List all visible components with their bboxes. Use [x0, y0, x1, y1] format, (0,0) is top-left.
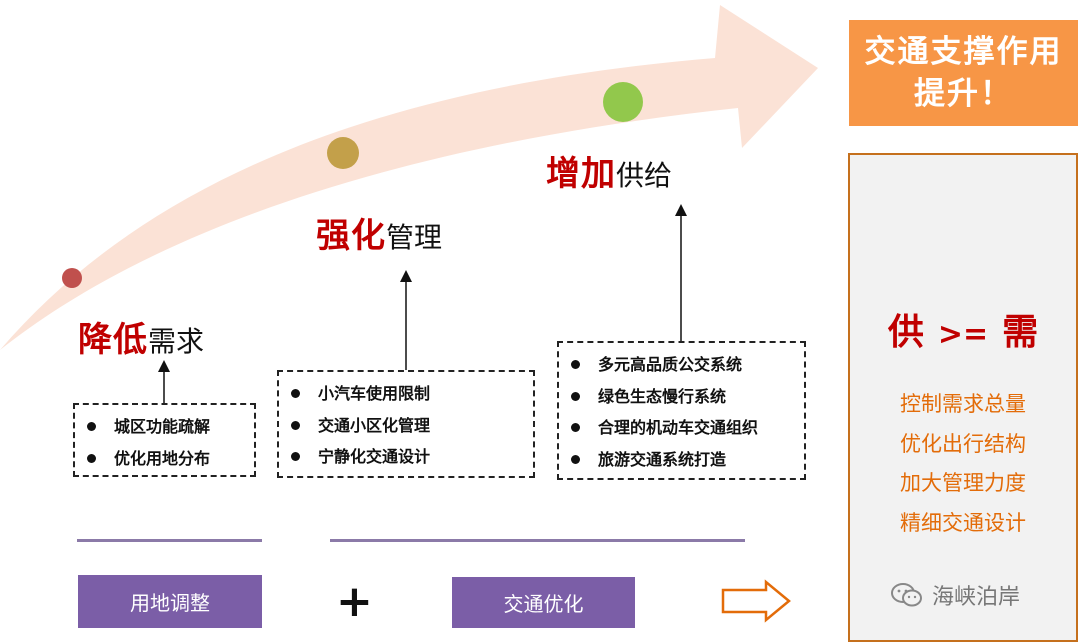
supply-text: 供 [887, 312, 924, 353]
list-item: 优化用地分布 [83, 443, 244, 475]
bullet-icon [571, 454, 580, 464]
operator-text: >= [937, 317, 989, 352]
traffic-optimize-label: 交通优化 [452, 577, 635, 628]
list-item: 精细交通设计 [900, 510, 1026, 535]
divider-left [77, 539, 262, 542]
measures-list: 控制需求总量 优化出行结构 加大管理力度 精细交通设计 [850, 385, 1076, 543]
bullet-icon [87, 422, 96, 431]
stage-title-3-rest: 供给 [616, 159, 673, 192]
growth-arrow [0, 5, 818, 350]
list-item: 绿色生态慢行系统 [567, 381, 794, 413]
list-item: 宁静化交通设计 [287, 441, 523, 473]
stage-box-2: 小汽车使用限制 交通小区化管理 宁静化交通设计 [277, 370, 535, 478]
supply-demand-equation: 供 >= 需 [850, 303, 1076, 355]
land-adjust-label: 用地调整 [78, 575, 262, 628]
list-item: 控制需求总量 [900, 392, 1026, 416]
stage-title-1-rest: 需求 [148, 325, 205, 358]
bullet-icon [571, 391, 580, 401]
bullet-icon [291, 452, 300, 461]
list-item: 旅游交通系统打造 [567, 444, 794, 476]
bullet-icon [291, 420, 300, 430]
stage-title-3-strong: 增加 [546, 154, 616, 194]
bullet-icon [87, 453, 96, 463]
list-item: 小汽车使用限制 [287, 378, 523, 410]
wechat-icon [891, 583, 922, 607]
list-item: 城区功能疏解 [83, 411, 244, 443]
stage-title-2-rest: 管理 [386, 221, 443, 254]
stage-dot-1 [62, 268, 82, 288]
right-panel: 供 >= 需 控制需求总量 优化出行结构 加大管理力度 精细交通设计 海峡泊岸 [848, 153, 1078, 642]
list-item: 优化出行结构 [900, 431, 1026, 456]
list-item: 加大管理力度 [900, 471, 1026, 495]
stage-dot-2 [327, 137, 359, 169]
stage-dot-3 [603, 82, 643, 122]
list-item: 多元高品质公交系统 [567, 349, 794, 381]
list-item: 合理的机动车交通组织 [567, 412, 794, 444]
bullet-icon [291, 389, 300, 398]
bullet-icon [571, 360, 580, 369]
demand-text: 需 [1002, 312, 1039, 353]
plus-sign: + [336, 576, 373, 627]
watermark-text: 海峡泊岸 [932, 585, 1021, 610]
stage-title-2-strong: 强化 [316, 216, 386, 256]
stage-title-1-strong: 降低 [78, 320, 148, 360]
divider-right [330, 539, 745, 542]
list-item: 交通小区化管理 [287, 410, 523, 442]
stage-box-3: 多元高品质公交系统 绿色生态慢行系统 合理的机动车交通组织 旅游交通系统打造 [557, 341, 806, 480]
stage-title-2: 强化管理 [316, 208, 442, 257]
stage-box-1: 城区功能疏解 优化用地分布 [73, 403, 256, 477]
bullet-icon [571, 423, 580, 432]
stage-title-1: 降低需求 [78, 312, 204, 361]
headline-box: 交通支撑作用提升！ [849, 20, 1078, 126]
headline-text: 交通支撑作用提升！ [864, 34, 1063, 112]
right-arrow-icon [721, 579, 791, 623]
stage-title-3: 增加供给 [546, 146, 672, 195]
watermark: 海峡泊岸 [890, 579, 1020, 611]
